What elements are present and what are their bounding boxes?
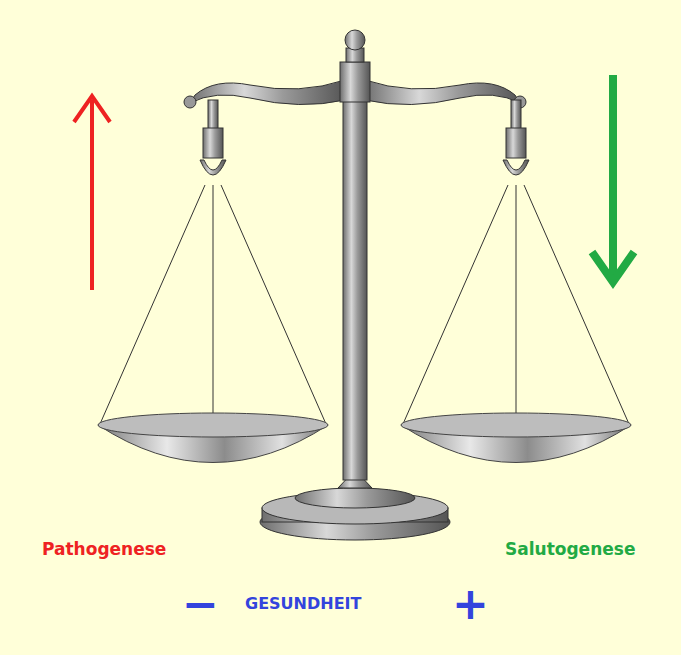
health-label: GESUNDHEIT — [245, 596, 361, 612]
plus-sign: + — [452, 582, 489, 626]
salutogenesis-arrow — [592, 75, 634, 282]
pan-hooks — [200, 100, 529, 175]
scale-finial — [340, 30, 370, 102]
minus-sign: − — [182, 582, 219, 626]
left-pan — [98, 413, 328, 463]
salutogenesis-label: Salutogenese — [505, 541, 635, 558]
pathogenesis-arrow — [74, 96, 110, 290]
right-pan — [401, 413, 631, 463]
scale-pillar — [343, 95, 367, 480]
pathogenesis-label: Pathogenese — [42, 541, 166, 558]
